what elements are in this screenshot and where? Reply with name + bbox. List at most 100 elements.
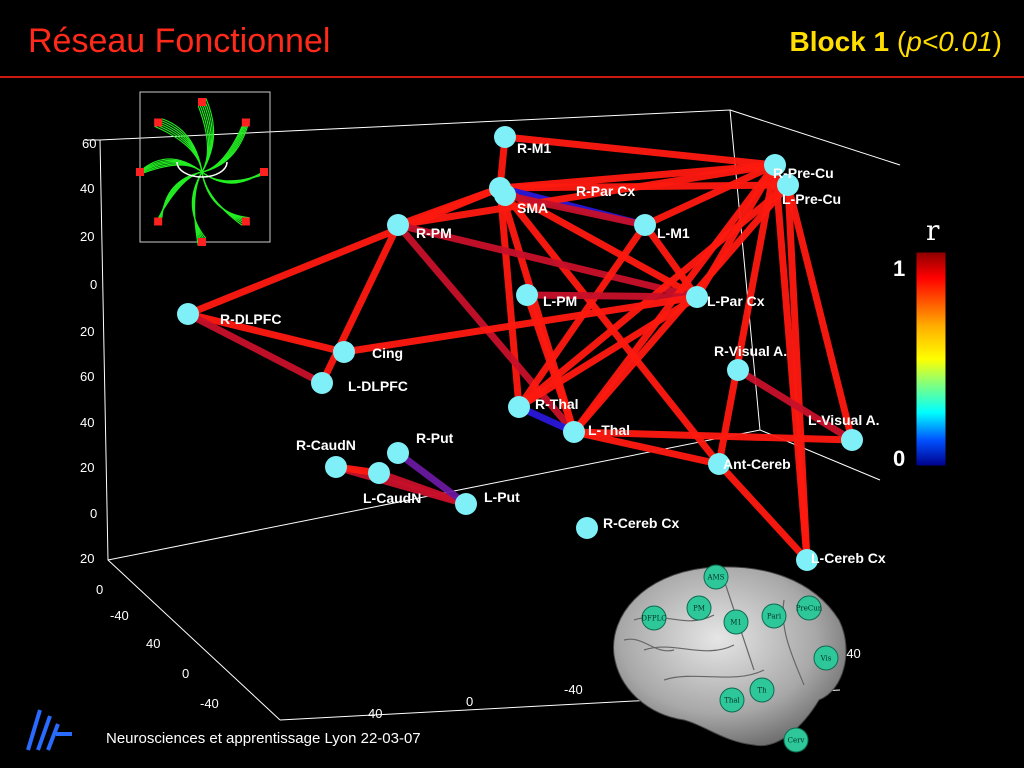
- network-node: [764, 154, 786, 176]
- brain-region-label: DFPLC: [641, 615, 666, 623]
- brain-region-marker: [813, 645, 839, 671]
- network-node: [387, 214, 409, 236]
- brain-region-marker: [723, 609, 749, 635]
- connection-edges: [184, 133, 856, 564]
- node-label: L-Par Cx: [707, 293, 765, 309]
- brain-region-marker: [719, 687, 745, 713]
- institution-logo: [26, 709, 72, 751]
- connection-edge: [375, 469, 470, 508]
- node-label: L-Visual A.: [808, 412, 880, 428]
- trajectory-path: [201, 171, 247, 222]
- connection-edge: [394, 221, 701, 301]
- y-tick-label: -40: [200, 696, 219, 711]
- trajectory-target: [154, 118, 163, 127]
- trajectory-target: [154, 217, 163, 226]
- y-tick-label: 0: [182, 666, 189, 681]
- node-label: L-Thal: [588, 422, 630, 438]
- connection-edge: [570, 428, 856, 444]
- title-divider: [0, 76, 1024, 78]
- y-tick-label: 40: [368, 706, 382, 721]
- node-label: L-Pre-Cu: [782, 191, 841, 207]
- network-node: [325, 456, 347, 478]
- trajectory-target: [241, 118, 250, 127]
- trajectory-path: [161, 118, 203, 173]
- node-label: Cing: [372, 345, 403, 361]
- node-label: R-M1: [517, 140, 551, 156]
- brain-region-label: M1: [730, 619, 742, 627]
- brain-region-marker: [796, 595, 822, 621]
- x-tick-label: 0: [466, 694, 473, 709]
- block-title: Block 1 (p<0.01): [790, 26, 1002, 58]
- network-node: [576, 517, 598, 539]
- node-label: SMA: [517, 200, 548, 216]
- brain-region-marker: [761, 603, 787, 629]
- p-open-paren: (: [889, 26, 907, 57]
- network-node: [777, 174, 799, 196]
- z-tick-label: 20: [80, 324, 94, 339]
- connection-edge: [501, 191, 649, 229]
- trajectory-path: [201, 171, 250, 219]
- y-tick-label: 40: [146, 636, 160, 651]
- connection-edge: [523, 291, 701, 301]
- trajectory-target: [241, 217, 250, 226]
- trajectory-path: [201, 98, 215, 173]
- brain-region-marker: [641, 605, 667, 631]
- connection-edge: [501, 133, 779, 169]
- connection-edge: [184, 184, 504, 318]
- p-close-paren: ): [992, 26, 1002, 57]
- z-tick-label: 40: [80, 181, 94, 196]
- z-tick-label: 0: [90, 506, 97, 521]
- network-node: [333, 341, 355, 363]
- connection-edge: [734, 366, 856, 444]
- brain-region-label: Pari: [767, 613, 782, 621]
- node-label: R-Visual A.: [714, 343, 787, 359]
- trajectory-path: [159, 171, 203, 220]
- brain-region-marker: [686, 595, 712, 621]
- connection-edge: [340, 293, 701, 356]
- brain-region-marker: [749, 677, 775, 703]
- brain-region-label: PreCun: [796, 605, 823, 613]
- connection-edge: [515, 293, 701, 411]
- colorbar-symbol: r: [926, 214, 940, 247]
- brain-cortex: [613, 566, 847, 747]
- network-node: [708, 453, 730, 475]
- footer-text: Neurosciences et apprentissage Lyon 22-0…: [106, 730, 421, 747]
- node-label: R-Put: [416, 430, 454, 446]
- network-nodes: [177, 126, 863, 571]
- network-node: [563, 421, 585, 443]
- z-tick-label: 0: [90, 277, 97, 292]
- node-label: R-Thal: [535, 396, 579, 412]
- trajectory-target: [136, 168, 144, 176]
- node-label: L-Put: [484, 489, 520, 505]
- network-node: [508, 396, 530, 418]
- slide-title: Réseau Fonctionnel: [28, 22, 331, 60]
- connection-edge: [394, 161, 779, 229]
- z-tick-label: 20: [80, 551, 94, 566]
- brain-region-marker: [703, 564, 729, 590]
- brain-region-label: Cerv: [788, 737, 805, 745]
- brain-region-marker: [783, 727, 809, 753]
- connection-edge: [523, 291, 578, 436]
- colorbar-max-label: 1: [893, 256, 906, 281]
- trajectory-inset: [136, 91, 271, 246]
- node-label: R-Cereb Cx: [603, 515, 679, 531]
- trajectory-white: [176, 161, 228, 178]
- network-node: [494, 184, 516, 206]
- node-label: L-M1: [657, 225, 690, 241]
- node-label: R-Pre-Cu: [773, 165, 834, 181]
- brain-region-label: PM: [693, 605, 705, 613]
- connection-edge: [496, 184, 723, 468]
- network-node: [387, 442, 409, 464]
- trajectory-target: [198, 238, 206, 246]
- network-node: [455, 493, 477, 515]
- p-value: p<0.01: [906, 26, 993, 57]
- z-tick-label: 60: [82, 136, 96, 151]
- connection-edge: [784, 181, 856, 444]
- node-label: L-CaudN: [363, 490, 421, 506]
- colorbar: [915, 251, 947, 467]
